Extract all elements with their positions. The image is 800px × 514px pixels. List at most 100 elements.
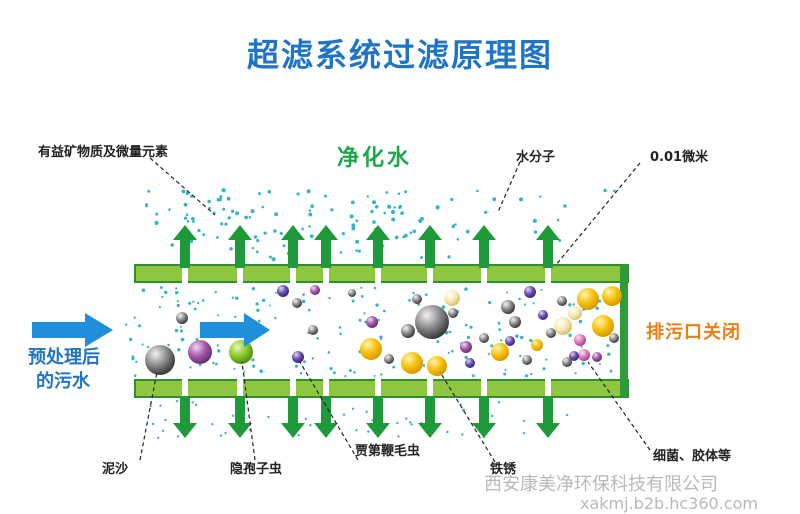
water-dot — [221, 188, 226, 193]
label-water-molecule: 水分子 — [516, 150, 556, 165]
water-dot — [373, 286, 377, 290]
pore-top — [182, 264, 188, 283]
water-dot — [533, 230, 538, 234]
water-dot — [229, 247, 233, 251]
water-dot — [522, 419, 526, 423]
water-dot — [230, 209, 235, 213]
water-dot — [183, 202, 188, 207]
water-dot — [488, 300, 492, 305]
water-dot — [256, 308, 260, 312]
arrow-down — [418, 396, 442, 438]
water-dot — [447, 351, 450, 354]
water-dot — [515, 334, 519, 338]
water-dot — [403, 233, 408, 238]
water-dot — [308, 212, 313, 217]
water-dot — [383, 309, 386, 313]
water-dot — [195, 337, 199, 341]
water-dot — [408, 421, 412, 424]
leader-pore-size — [554, 162, 641, 267]
arrow-down — [173, 396, 197, 438]
water-dot — [274, 316, 277, 320]
watermark-company: 西安康美净环保科技有限公司 — [484, 474, 718, 495]
water-dot — [355, 239, 360, 244]
water-dot — [360, 295, 364, 298]
water-dot — [393, 206, 397, 209]
water-dot — [167, 343, 170, 347]
water-dot — [397, 192, 401, 195]
water-dot — [297, 434, 300, 437]
water-dot — [141, 343, 144, 346]
water-dot — [301, 227, 305, 231]
water-dot — [217, 349, 221, 353]
water-dot — [370, 209, 374, 214]
leader-water-molecule — [497, 161, 521, 213]
water-dot — [261, 298, 266, 303]
particle — [460, 341, 472, 353]
water-dot — [595, 306, 599, 310]
water-dot — [201, 299, 205, 302]
water-dot — [191, 217, 195, 221]
label-bacteria: 细菌、胶体等 — [653, 449, 732, 464]
particle — [188, 340, 212, 364]
water-dot — [251, 246, 255, 250]
water-dot — [294, 364, 299, 368]
label-inflow-line2: 的污水 — [36, 371, 90, 392]
label-rust: 铁锈 — [490, 462, 517, 477]
water-dot — [530, 372, 533, 376]
particle — [444, 290, 460, 306]
particle — [412, 294, 422, 304]
water-dot — [341, 232, 345, 236]
water-dot — [397, 435, 400, 438]
water-dot — [497, 401, 501, 404]
water-dot — [214, 291, 217, 294]
water-dot — [248, 216, 252, 219]
water-dot — [268, 304, 271, 307]
water-dot — [404, 190, 408, 194]
water-dot — [174, 328, 179, 333]
pore-bottom — [427, 379, 433, 398]
arrow-down — [281, 396, 305, 438]
particle — [538, 310, 548, 320]
water-dot — [197, 228, 201, 233]
water-dot — [155, 212, 159, 216]
water-dot — [207, 199, 211, 204]
water-dot — [197, 301, 200, 305]
arrow-up — [314, 225, 338, 268]
arrow-up — [536, 225, 560, 268]
water-dot — [181, 189, 186, 194]
water-dot — [302, 293, 305, 296]
water-dot — [448, 330, 452, 334]
water-dot — [466, 335, 471, 339]
water-dot — [255, 302, 259, 306]
particle — [366, 316, 378, 328]
water-dot — [217, 314, 220, 317]
pore-bottom — [323, 379, 329, 398]
water-dot — [476, 189, 479, 193]
label-pore-size: 0.01微米 — [650, 150, 709, 165]
water-dot — [383, 211, 387, 215]
water-dot — [408, 298, 411, 302]
water-dot — [446, 430, 449, 434]
water-dot — [377, 318, 380, 322]
particle — [531, 339, 543, 351]
water-dot — [185, 191, 190, 196]
particle — [557, 296, 567, 306]
particle — [384, 354, 394, 364]
water-dot — [424, 293, 428, 297]
water-dot — [498, 328, 502, 332]
arrow-down — [228, 396, 252, 438]
water-dot — [330, 208, 334, 212]
water-dot — [469, 325, 473, 329]
water-dot — [360, 286, 363, 289]
water-dot — [436, 340, 440, 344]
water-dot — [380, 338, 383, 341]
water-dot — [545, 358, 548, 361]
pore-bottom — [237, 379, 243, 398]
water-dot — [175, 291, 179, 295]
water-dot — [355, 429, 358, 432]
water-dot — [332, 371, 336, 375]
water-dot — [125, 323, 128, 326]
particle — [568, 306, 582, 320]
water-dot — [255, 250, 259, 254]
water-dot — [149, 405, 152, 408]
